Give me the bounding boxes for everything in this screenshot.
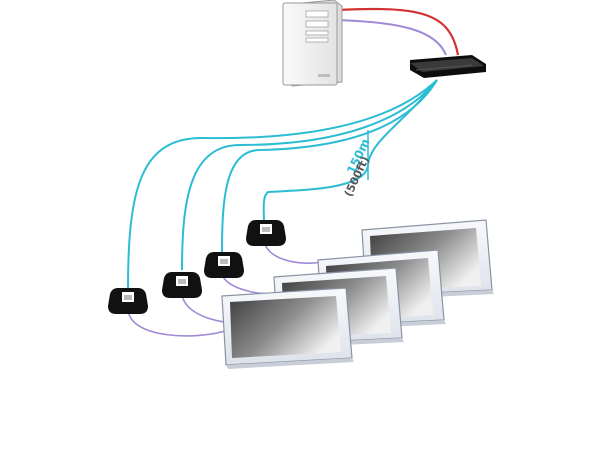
cat-cable-1 [127,79,438,291]
display-1 [221,287,354,369]
video-cable-1 [127,307,229,337]
cat-cable-bundle [127,79,438,291]
server-link-cable [335,19,447,56]
network-switch-icon [410,55,486,78]
cat-cable-2 [181,79,438,271]
receiver-1 [108,288,148,314]
receiver-3 [204,252,244,278]
power-cable [335,7,460,56]
cat-cable-4 [262,79,438,223]
server-tower-icon [282,0,343,87]
receiver-2 [162,272,202,298]
receiver-4 [246,220,286,246]
cat-cable-3 [221,79,438,253]
